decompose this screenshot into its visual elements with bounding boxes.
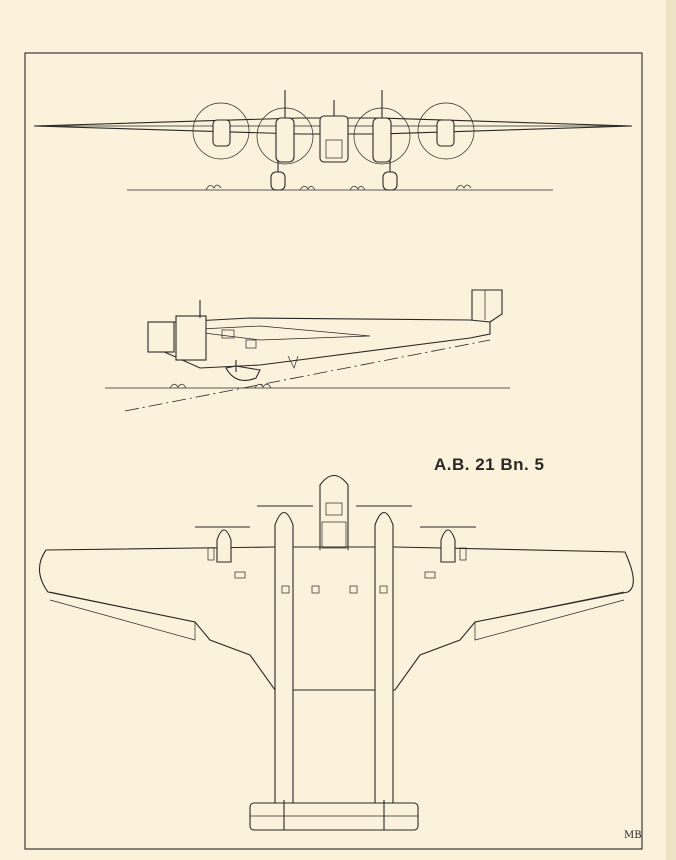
front-view [33,90,633,191]
plan-view [38,474,634,831]
aircraft-designation: A.B. 21 Bn. 5 [434,455,545,474]
page-edge [666,0,676,860]
drawing-frame [24,52,643,850]
side-view [105,289,510,412]
artist-signature: MB [624,830,642,841]
signature-text: MB [624,830,642,841]
